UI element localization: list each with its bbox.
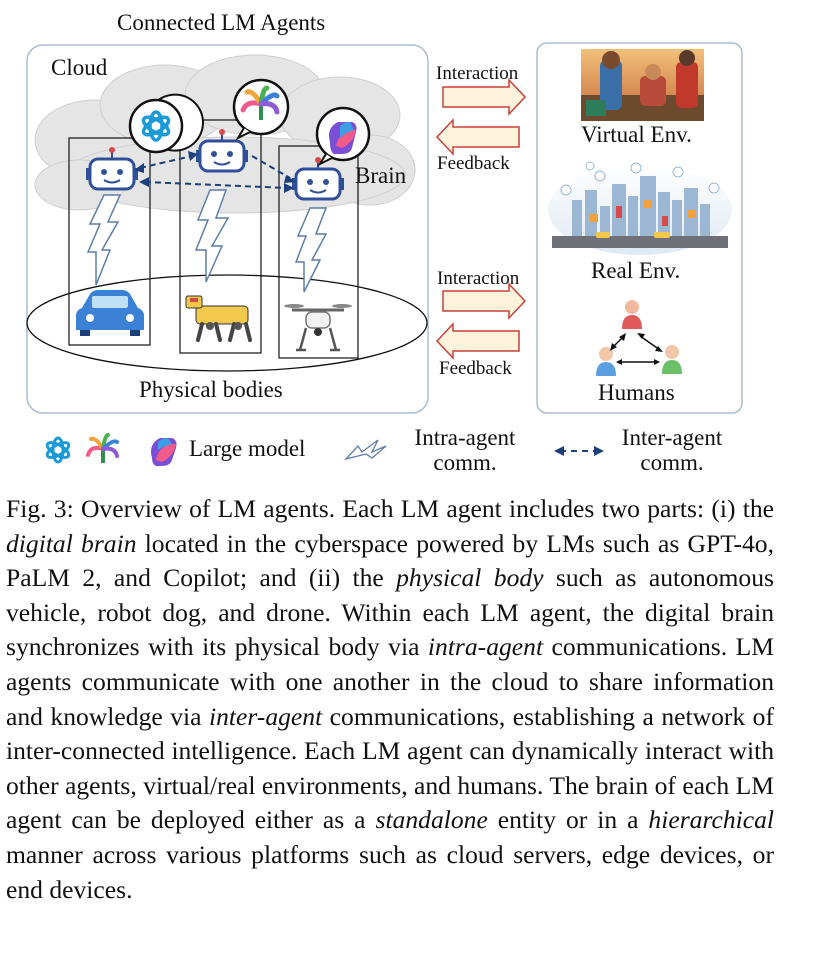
figure-canvas	[26, 42, 743, 466]
intra-agent-bolts	[86, 189, 328, 293]
legend-inter-agent: Inter-agent comm.	[610, 425, 734, 475]
brain-label: Brain	[355, 163, 407, 188]
real-env-city-image	[548, 161, 732, 255]
caption-emph-inter-agent: inter-agent	[208, 701, 323, 731]
legend-copilot-icon	[151, 438, 177, 466]
inter-agent-arrowheads	[134, 151, 296, 193]
legend-intra-agent: Intra-agent comm.	[405, 425, 525, 475]
feedback-label-bottom: Feedback	[439, 358, 512, 379]
caption-text-4: communications. LM agents communicate wi…	[6, 632, 774, 731]
physical-bodies-label: Physical bodies	[139, 377, 283, 402]
legend-inter-line1: Inter-agent	[621, 425, 723, 450]
real-env-label: Real Env.	[591, 258, 681, 283]
interaction-arrow-bottom	[442, 282, 527, 320]
drone-icon	[284, 304, 352, 352]
legend-bolt-icon	[344, 439, 387, 461]
caption-text-2: located in the cyberspace powered by LMs…	[6, 528, 774, 593]
feedback-arrow-top	[435, 118, 520, 156]
figure-caption: Fig. 3: Overview of LM agents. Each LM a…	[6, 492, 774, 907]
agent-column-1	[68, 137, 151, 346]
caption-text-3: such as autonomous vehicle, robot dog, a…	[6, 563, 774, 662]
robot-icon-2	[196, 129, 248, 173]
caption-text-7: manner across various platforms such as …	[6, 839, 774, 904]
feedback-label-top: Feedback	[437, 153, 510, 174]
lm-agents-figure: Connected LM Agents Cloud Brain Physical…	[26, 10, 743, 475]
figure-title: Connected LM Agents	[117, 10, 326, 35]
legend-inter-agent-arrow-icon	[554, 446, 604, 456]
legend-intra-line1: Intra-agent	[414, 425, 516, 450]
legend-palm-icon	[86, 433, 119, 463]
robot-icon-1	[86, 147, 138, 191]
caption-emph-intra-agent: intra-agent	[427, 632, 544, 662]
copilot-logo-bubble	[315, 106, 371, 167]
robot-icon-3	[292, 157, 344, 201]
feedback-arrow-bottom	[435, 322, 520, 360]
cloud-label: Cloud	[51, 55, 108, 80]
inter-agent-links	[139, 155, 291, 189]
interaction-arrow-top	[442, 78, 527, 116]
caption-text-5: communications, establishing a network o…	[6, 701, 774, 835]
caption-emph-hierarchical: hierarchical	[648, 805, 774, 835]
caption-emph-standalone: standalone	[375, 805, 488, 835]
caption-text-1: Fig. 3: Overview of LM agents. Each LM a…	[6, 494, 774, 523]
humans-icon	[596, 300, 682, 376]
robot-dog-icon	[185, 295, 252, 342]
agent-column-3	[278, 145, 359, 359]
physical-bodies-ellipse	[26, 274, 428, 372]
caption-emph-physical-body: physical body	[396, 563, 544, 593]
virtual-env-label: Virtual Env.	[581, 122, 692, 147]
legend-large-model: Large model	[189, 436, 306, 461]
legend-gpt-icon	[45, 436, 71, 464]
palm-logo-bubble	[232, 78, 290, 141]
virtual-env-image	[581, 49, 704, 121]
legend-inter-line2: comm.	[640, 450, 704, 475]
gpt-logo-bubble	[128, 93, 204, 154]
caption-emph-digital-brain: digital brain	[6, 528, 137, 558]
interaction-label-top: Interaction	[436, 63, 519, 84]
car-icon	[76, 290, 144, 336]
caption-text-6: entity or in a	[487, 805, 649, 835]
interaction-label-bottom: Interaction	[437, 268, 520, 289]
humans-label: Humans	[598, 380, 675, 405]
legend-intra-line2: comm.	[433, 450, 497, 475]
agent-column-2	[179, 119, 262, 354]
